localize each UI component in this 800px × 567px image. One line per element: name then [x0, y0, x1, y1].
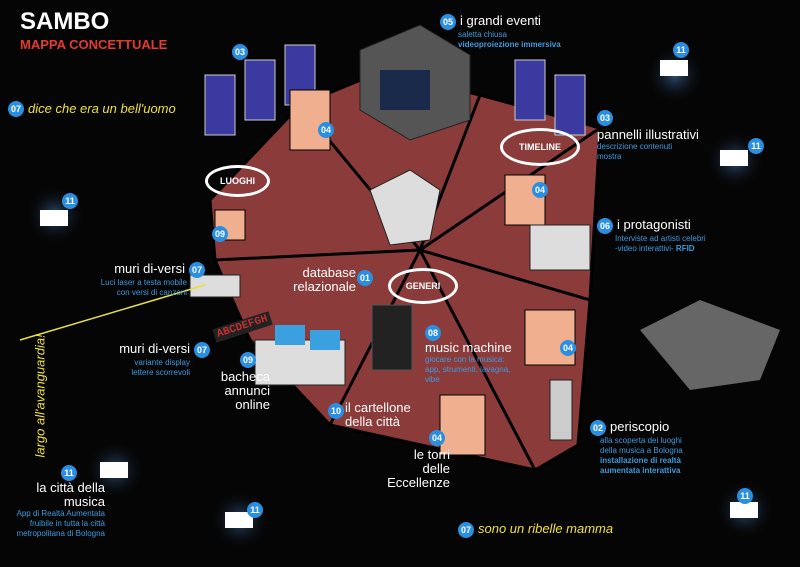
node-desc: installazione di realtà: [600, 456, 681, 465]
ellipse-luoghi[interactable]: LUOGHI: [205, 165, 270, 197]
node-desc: con versi di canzoni: [116, 288, 187, 297]
node-title: la città della musica: [36, 480, 105, 509]
badge: 11: [61, 465, 77, 481]
badge: 07: [189, 262, 205, 278]
node-desc: -video interattivi-: [615, 244, 674, 253]
badge-11: 11: [737, 488, 753, 504]
node-desc: vibe: [425, 375, 440, 384]
node-desc: App di Realtà Aumentata: [16, 509, 105, 518]
badge-09: 09: [212, 226, 228, 242]
ar-city-model-icon: [640, 300, 780, 390]
console-icon: [369, 169, 441, 246]
quote-avanguardia: largo all'avanguardia!: [32, 334, 48, 458]
node-desc: fruibile in tutta la città: [29, 519, 105, 528]
node-muri-display[interactable]: muri di-versi 07 variante display lettere…: [95, 342, 210, 378]
node-title: muri di-versi: [119, 341, 190, 356]
badge-04: 04: [532, 182, 548, 198]
badge: 05: [440, 14, 456, 30]
badge-07: 07: [8, 101, 24, 117]
node-title: i protagonisti: [617, 217, 691, 232]
badge-04: 04: [560, 340, 576, 356]
badge-09: 09: [240, 352, 256, 368]
badge-11: 11: [247, 502, 263, 518]
badge-04: 04: [429, 430, 445, 446]
node-database[interactable]: database relazionale: [293, 265, 356, 294]
laser-camera-icon: [189, 274, 241, 298]
badge-01: 01: [357, 270, 373, 286]
node-desc: variante display: [134, 358, 190, 367]
badge-04: 04: [318, 122, 334, 138]
quote-bell-uomo: dice che era un bell'uomo: [28, 101, 176, 116]
periscope-icon: [549, 379, 573, 441]
ellipse-timeline[interactable]: TIMELINE: [500, 128, 580, 166]
node-desc: metropolitana di Bologna: [16, 529, 105, 538]
node-pannelli[interactable]: 03 pannelli illustrativi descrizione con…: [597, 110, 707, 162]
node-citta[interactable]: 11 la città della musica App di Realtà A…: [5, 465, 105, 539]
projection-room-icon: [359, 24, 471, 141]
node-title: i grandi eventi: [460, 13, 541, 28]
panels-icon: [204, 44, 586, 136]
rfid-kiosk-icon: [529, 224, 591, 271]
badge-11: 11: [748, 138, 764, 154]
node-desc: alla scoperta dei luoghi: [600, 436, 682, 445]
node-desc: descrizione contenuti: [597, 142, 673, 151]
badge: 06: [597, 218, 613, 234]
node-title: periscopio: [610, 419, 670, 434]
badge: 02: [590, 420, 606, 436]
badge: 08: [425, 325, 441, 341]
badge-11: 11: [62, 193, 78, 209]
node-desc: Interviste ad artisti celebri: [615, 234, 706, 243]
badge-07: 07: [458, 522, 474, 538]
quote-ribelle-mamma: sono un ribelle mamma: [478, 521, 614, 536]
node-desc: app, strumenti, lavagna,: [425, 365, 511, 374]
app-title: SAMBO: [20, 8, 110, 35]
node-desc: videoproiezione immersiva: [458, 40, 561, 49]
node-periscopio[interactable]: 02 periscopio alla scoperta dei luoghi de…: [590, 420, 683, 476]
node-title: muri di-versi: [114, 261, 185, 276]
node-desc: mostra: [597, 152, 622, 161]
badge-11: 11: [673, 42, 689, 58]
node-muri-laser[interactable]: muri di-versi 07 Luci laser a testa mobil…: [85, 262, 205, 298]
node-desc: aumentata interattiva: [600, 466, 681, 475]
node-bacheca[interactable]: bacheca annunci online: [220, 369, 270, 412]
app-subtitle: MAPPA CONCETTUALE: [20, 37, 168, 52]
bacheca-desk-icon: [254, 325, 346, 386]
ellipse-generi[interactable]: GENERI: [388, 268, 458, 304]
node-torri[interactable]: le torri delle Eccellenze: [387, 447, 450, 490]
node-desc: Luci laser a testa mobile: [100, 278, 187, 287]
node-desc: saletta chiusa: [458, 30, 507, 39]
node-grandi-eventi[interactable]: 05 i grandi eventi saletta chiusa videopr…: [440, 14, 561, 50]
laser-beam: [19, 284, 206, 341]
badge-03: 03: [232, 44, 248, 60]
node-title: pannelli illustrativi: [597, 127, 699, 142]
rfid-label: RFID: [675, 244, 695, 253]
node-cartellone[interactable]: il cartellone della città: [345, 400, 411, 429]
node-title: music machine: [425, 340, 512, 355]
badge: 03: [597, 110, 613, 126]
node-protagonisti[interactable]: 06 i protagonisti Interviste ad artisti c…: [597, 218, 706, 254]
node-music-machine[interactable]: 08 music machine giocare con la musica: …: [425, 325, 512, 385]
node-desc: lettere scorrevoli: [131, 368, 190, 377]
node-desc: della musica a Bologna: [600, 446, 683, 455]
node-desc: giocare con la musica:: [425, 355, 505, 364]
music-machine-icon: [371, 304, 413, 371]
badge: 07: [194, 342, 210, 358]
badge-10: 10: [328, 403, 344, 419]
